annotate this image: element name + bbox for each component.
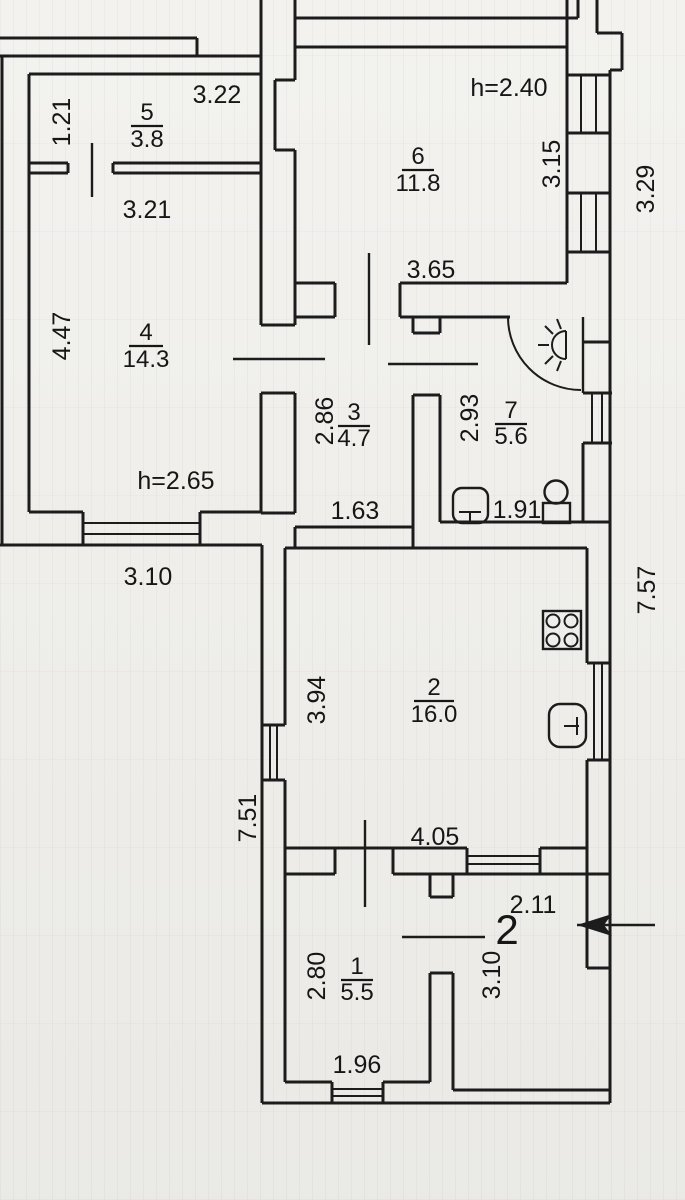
dim-room3-width: 1.63 bbox=[331, 497, 380, 525]
room6-area: 11.8 bbox=[396, 170, 441, 197]
room5-number: 5 bbox=[140, 99, 153, 126]
dim-room4-width: 3.21 bbox=[123, 196, 172, 224]
room3-area: 4.7 bbox=[337, 425, 370, 452]
dim-room3-depth: 2.86 bbox=[311, 397, 339, 446]
dim-room1-width: 1.96 bbox=[333, 1051, 382, 1079]
dim-room6-width: 3.65 bbox=[407, 256, 456, 284]
dim-room4-depth: 4.47 bbox=[48, 312, 76, 361]
window-room7-right bbox=[583, 391, 612, 445]
dim-room5-width: 3.22 bbox=[193, 81, 242, 109]
dim-room5-depth: 1.21 bbox=[48, 98, 76, 147]
room2-number: 2 bbox=[427, 674, 440, 701]
window-room2-left bbox=[262, 723, 285, 782]
door-swing-arc-room7 bbox=[507, 316, 585, 393]
kitchen-sink-icon bbox=[547, 702, 588, 749]
ceiling-height-room6: h=2.40 bbox=[470, 74, 547, 102]
room1-number: 1 bbox=[350, 953, 363, 980]
dim-entry-width: 2.11 bbox=[510, 891, 557, 919]
room1-area: 5.5 bbox=[340, 979, 373, 1006]
dim-room1-depth: 2.80 bbox=[303, 952, 331, 1001]
room4-number: 4 bbox=[139, 319, 152, 346]
labels: 3.22 1.21 5 3.8 3.21 4.47 4 14.3 h=2.65 … bbox=[48, 74, 661, 1079]
room4-area: 14.3 bbox=[123, 346, 170, 373]
room3-number: 3 bbox=[347, 399, 360, 426]
window-room2-bottom bbox=[465, 848, 542, 874]
room6-number: 6 bbox=[411, 143, 424, 170]
ceiling-lamp-icon bbox=[538, 318, 567, 372]
dim-room7-width: 1.91 bbox=[493, 496, 542, 524]
entrance-room-number: 2 bbox=[495, 906, 518, 953]
dim-left-total: 7.51 bbox=[234, 794, 262, 843]
room5-area: 3.8 bbox=[130, 126, 163, 153]
toilet-icon bbox=[451, 486, 490, 525]
room7-number: 7 bbox=[504, 397, 517, 424]
dim-room2-width: 4.05 bbox=[411, 823, 460, 851]
window-room2-right bbox=[587, 661, 610, 762]
dim-right-total: 7.57 bbox=[633, 566, 661, 615]
dim-below-room4: 3.10 bbox=[124, 563, 173, 591]
stove-icon bbox=[541, 609, 583, 651]
dim-entry-depth: 3.10 bbox=[478, 951, 506, 1000]
window-room4-bottom bbox=[81, 512, 202, 545]
room7-area: 5.6 bbox=[494, 423, 527, 450]
window-room6-upper bbox=[567, 73, 610, 135]
window-room1-bottom bbox=[330, 1082, 385, 1103]
dim-room2-depth: 3.94 bbox=[303, 676, 331, 725]
dim-room7-depth: 2.93 bbox=[456, 394, 484, 443]
dim-room6-depth: 3.15 bbox=[538, 140, 566, 189]
room2-area: 16.0 bbox=[411, 701, 458, 728]
ceiling-height-room4: h=2.65 bbox=[137, 467, 214, 495]
window-room6-lower bbox=[567, 191, 610, 254]
entrance-arrow-icon bbox=[577, 914, 655, 936]
washbasin-icon bbox=[541, 479, 572, 525]
walls bbox=[0, 0, 624, 1105]
dim-room6-outside: 3.29 bbox=[632, 165, 660, 214]
